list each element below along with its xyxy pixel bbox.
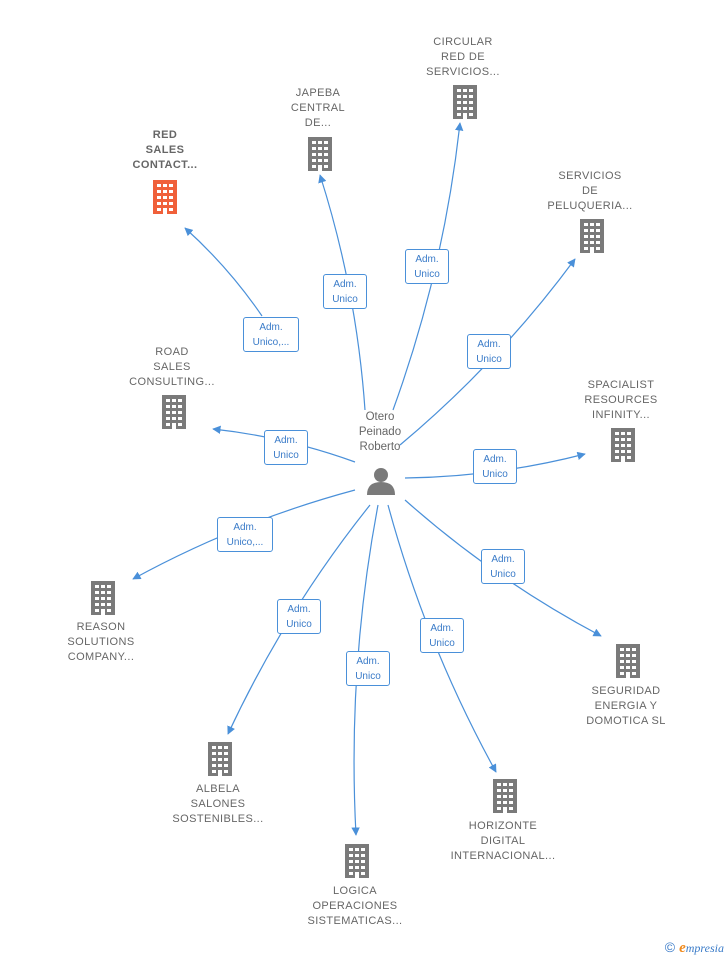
role-text: Unico,...	[226, 537, 264, 548]
company-name-line: SPACIALIST	[587, 379, 655, 391]
person-icon[interactable]	[367, 468, 395, 495]
company-label-road-sales[interactable]: ROAD SALES CONSULTING...	[97, 345, 247, 390]
role-text: Adm.	[430, 623, 454, 634]
building-icon[interactable]	[153, 180, 177, 214]
role-badge-circular: Adm. Unico	[405, 249, 449, 284]
role-text: Unico	[332, 294, 358, 305]
role-text: Adm.	[483, 454, 507, 465]
company-name-line: ROAD	[155, 346, 189, 358]
role-text: Unico	[476, 354, 502, 365]
building-icon[interactable]	[616, 644, 640, 678]
company-name-line: HORIZONTE	[468, 820, 538, 832]
company-name-line: OPERACIONES	[312, 900, 398, 912]
role-text: Adm.	[491, 554, 515, 565]
building-icon[interactable]	[162, 395, 186, 429]
company-name-line: SERVICIOS	[558, 170, 622, 182]
role-badge-japeba: Adm. Unico	[323, 274, 367, 309]
role-text: Unico	[429, 638, 455, 649]
company-label-circular[interactable]: CIRCULAR RED DE SERVICIOS...	[388, 35, 538, 80]
brand-initial: e	[679, 940, 686, 956]
building-icon[interactable]	[208, 742, 232, 776]
copyright-mark: ©	[664, 939, 676, 955]
company-name-line: CIRCULAR	[433, 36, 493, 48]
role-text: Adm.	[259, 322, 283, 333]
role-text: Adm.	[233, 522, 257, 533]
company-name-line: DE...	[304, 117, 332, 129]
building-icon[interactable]	[453, 85, 477, 119]
role-badge-logica: Adm. Unico	[346, 651, 390, 686]
building-icon[interactable]	[493, 779, 517, 813]
building-icon[interactable]	[308, 137, 332, 171]
role-text: Adm.	[274, 435, 298, 446]
company-label-reason[interactable]: REASON SOLUTIONS COMPANY...	[26, 620, 176, 665]
company-name-line: CONTACT...	[132, 159, 198, 171]
company-label-spacialist[interactable]: SPACIALIST RESOURCES INFINITY...	[546, 378, 696, 423]
company-name-line: CONSULTING...	[129, 376, 215, 388]
company-name-line: LOGICA	[333, 885, 377, 897]
company-name-line: SEGURIDAD	[591, 685, 661, 697]
company-label-japeba[interactable]: JAPEBA CENTRAL DE...	[243, 86, 393, 131]
role-text: Adm.	[477, 339, 501, 350]
company-name-line: SALONES	[190, 798, 246, 810]
role-text: Unico	[490, 569, 516, 580]
role-text: Unico	[355, 671, 381, 682]
role-text: Unico	[286, 619, 312, 630]
company-name-line: INFINITY...	[592, 409, 650, 421]
role-badge-road-sales: Adm. Unico	[264, 430, 308, 465]
role-badge-spacialist: Adm. Unico	[473, 449, 517, 484]
building-icon[interactable]	[611, 428, 635, 462]
company-name-line: COMPANY...	[67, 651, 135, 663]
company-name-line: SOSTENIBLES...	[172, 813, 264, 825]
company-name-line: JAPEBA	[295, 87, 341, 99]
company-name-line: ENERGIA Y	[594, 700, 658, 712]
company-name-line: DIGITAL	[480, 835, 526, 847]
company-name-line: REASON	[76, 621, 126, 633]
company-name-line: INTERNACIONAL...	[450, 850, 556, 862]
brand-logo: ©empresia	[665, 939, 724, 957]
company-label-logica[interactable]: LOGICA OPERACIONES SISTEMATICAS...	[280, 884, 430, 929]
role-text: Unico,...	[252, 337, 290, 348]
role-text: Adm.	[333, 279, 357, 290]
company-name-line: ALBELA	[196, 783, 240, 795]
building-icon[interactable]	[345, 844, 369, 878]
edge-red-sales	[184, 227, 263, 317]
role-text: Unico	[482, 469, 508, 480]
role-badge-seguridad: Adm. Unico	[481, 549, 525, 584]
role-badge-servicios-peluqueria: Adm. Unico	[467, 334, 511, 369]
company-label-servicios-peluqueria[interactable]: SERVICIOS DE PELUQUERIA...	[515, 169, 665, 214]
company-name-line: SERVICIOS...	[426, 66, 500, 78]
company-name-line: SALES	[145, 144, 185, 156]
company-name-line: SALES	[153, 361, 191, 373]
company-name-line: PELUQUERIA...	[547, 200, 633, 212]
company-name-line: SISTEMATICAS...	[307, 915, 403, 927]
building-icon[interactable]	[91, 581, 115, 615]
company-name-line: RESOURCES	[584, 394, 658, 406]
company-label-seguridad[interactable]: SEGURIDAD ENERGIA Y DOMOTICA SL	[551, 684, 701, 729]
company-name-line: SOLUTIONS	[67, 636, 135, 648]
center-person-name[interactable]: Otero Peinado Roberto	[358, 411, 402, 453]
company-label-horizonte[interactable]: HORIZONTE DIGITAL INTERNACIONAL...	[428, 819, 578, 864]
brand-name: mpresia	[685, 941, 724, 955]
role-text: Unico	[273, 450, 299, 461]
company-label-red-sales[interactable]: RED SALES CONTACT...	[90, 128, 240, 173]
company-name-line: RED	[152, 129, 178, 141]
role-text: Unico	[414, 269, 440, 280]
company-name-line: CENTRAL	[290, 102, 346, 114]
role-badge-albela: Adm. Unico	[277, 599, 321, 634]
role-text: Adm.	[287, 604, 311, 615]
role-badge-horizonte: Adm. Unico	[420, 618, 464, 653]
company-label-albela[interactable]: ALBELA SALONES SOSTENIBLES...	[143, 782, 293, 827]
building-icon[interactable]	[580, 219, 604, 253]
company-name-line: DOMOTICA SL	[586, 715, 666, 727]
company-name-line: RED DE	[441, 51, 485, 63]
company-name-line: DE	[581, 185, 599, 197]
role-text: Adm.	[415, 254, 439, 265]
role-badge-red-sales: Adm. Unico,...	[243, 317, 299, 352]
role-text: Adm.	[356, 656, 380, 667]
role-badge-reason: Adm. Unico,...	[217, 517, 273, 552]
